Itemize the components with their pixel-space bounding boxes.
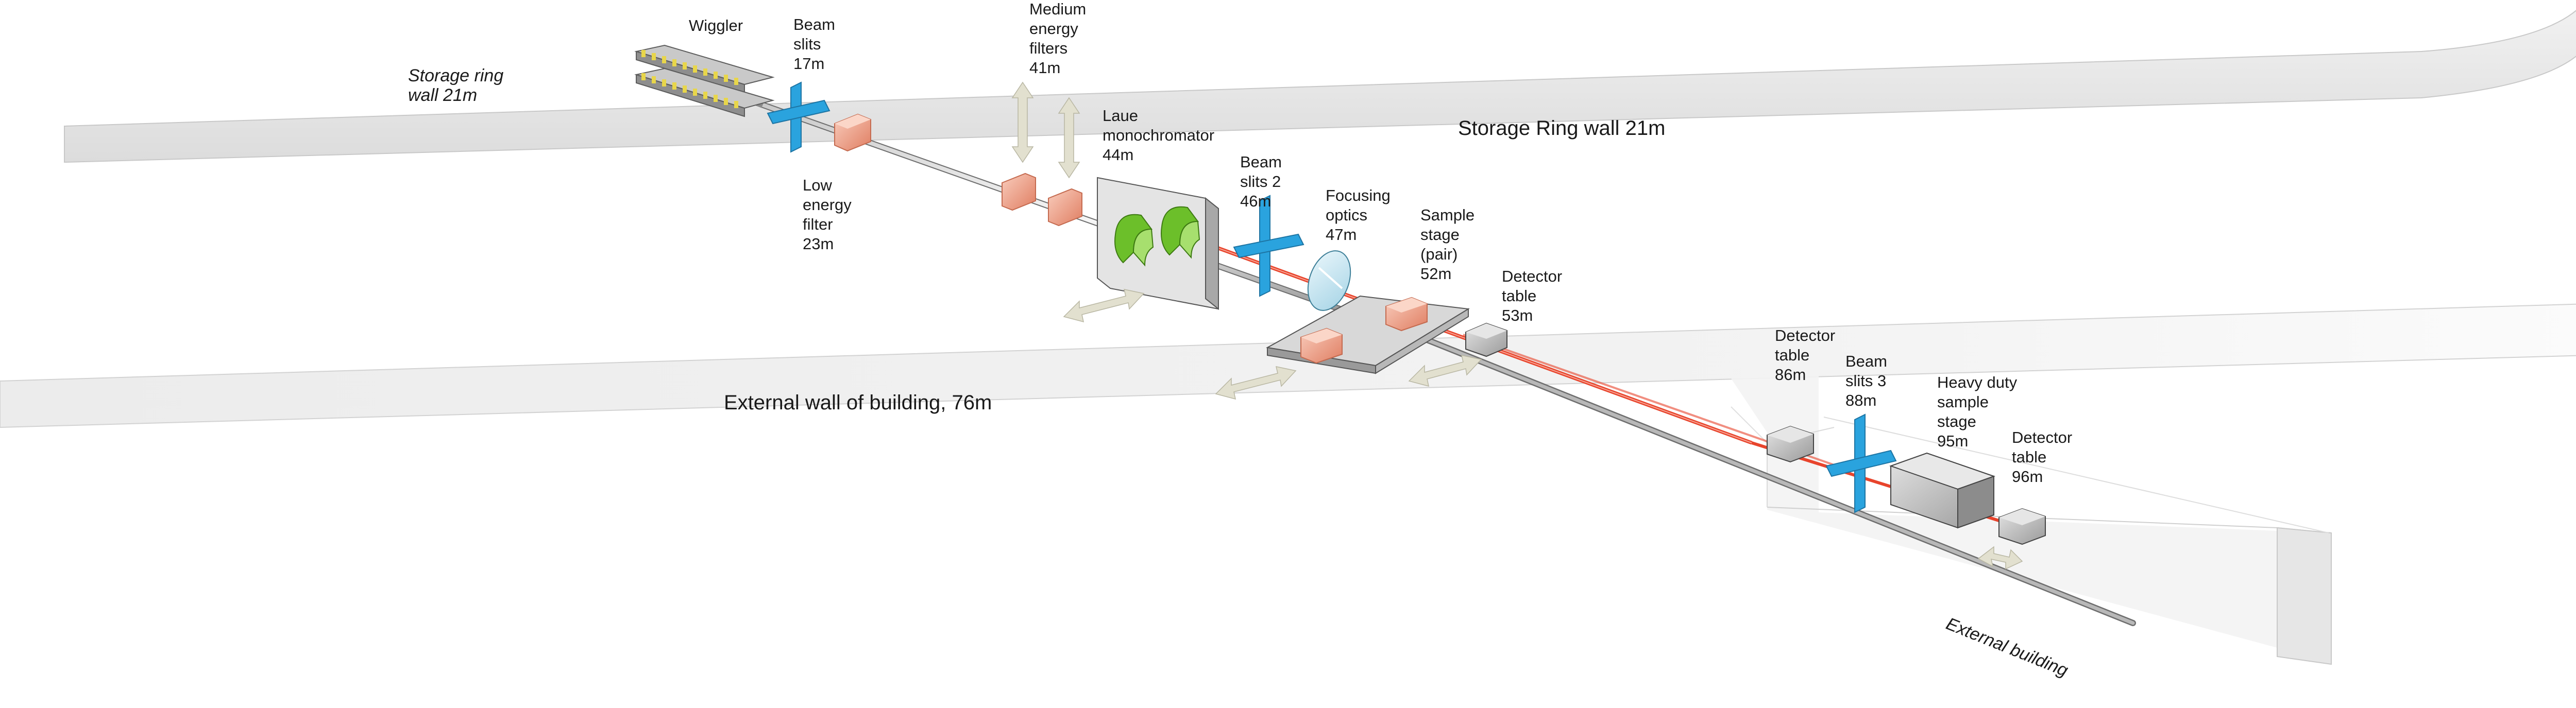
storage-ring-wall-label: Storage Ring wall 21m (1458, 117, 1665, 140)
detector-table-53m-label: Detector table 53m (1502, 267, 1567, 324)
sample-stage-pair-label: Sample stage (pair) 52m (1420, 206, 1479, 283)
medium-energy-filters (1002, 172, 1082, 227)
detector-table-96m-label: Detector table 96m (2012, 428, 2077, 486)
storage-ring-wall (64, 10, 2576, 163)
external-building-enclosure (1731, 366, 2332, 665)
heavy-duty-sample-stage-label: Heavy duty sample stage 95m (1937, 373, 2022, 450)
beam-slits-1 (767, 81, 831, 153)
low-energy-filter (834, 113, 871, 152)
motion-arrows (1063, 289, 2023, 570)
focusing-optics (1307, 250, 1351, 311)
beam-slits-3 (1825, 413, 1897, 513)
storage-ring-wall-side-label: Storage ring wall 21m (408, 66, 509, 105)
detector-table-96m (1998, 508, 2046, 545)
medium-energy-filters-label: Medium energy filters 41m (1029, 0, 1091, 77)
detector-table-86m (1767, 425, 1814, 463)
external-building-wall (0, 303, 2576, 428)
filter-vertical-arrows (1011, 81, 1080, 179)
laue-monochromator (1097, 177, 1219, 310)
focusing-optics-label: Focusing optics 47m (1326, 186, 1395, 244)
beam-slits-3-label: Beam slits 3 88m (1845, 352, 1892, 409)
low-energy-filter-label: Low energy filter 23m (803, 176, 856, 253)
external-building-label: External building (1943, 614, 2071, 680)
beam-slits-2 (1233, 195, 1304, 297)
detector-table-53m (1465, 322, 1507, 357)
wiggler-label: Wiggler (689, 16, 743, 34)
wiggler (634, 44, 775, 117)
heavy-duty-sample-stage (1889, 452, 1996, 529)
detector-table-86m-label: Detector table 86m (1775, 326, 1840, 384)
external-building-wall-label: External wall of building, 76m (724, 391, 992, 414)
beam-slits-1-label: Beam slits 17m (793, 15, 840, 73)
beam-slits-2-label: Beam slits 2 46m (1240, 153, 1286, 210)
laue-monochromator-label: Laue monochromator 44m (1103, 107, 1219, 164)
sample-stage-pair (1266, 295, 1470, 374)
